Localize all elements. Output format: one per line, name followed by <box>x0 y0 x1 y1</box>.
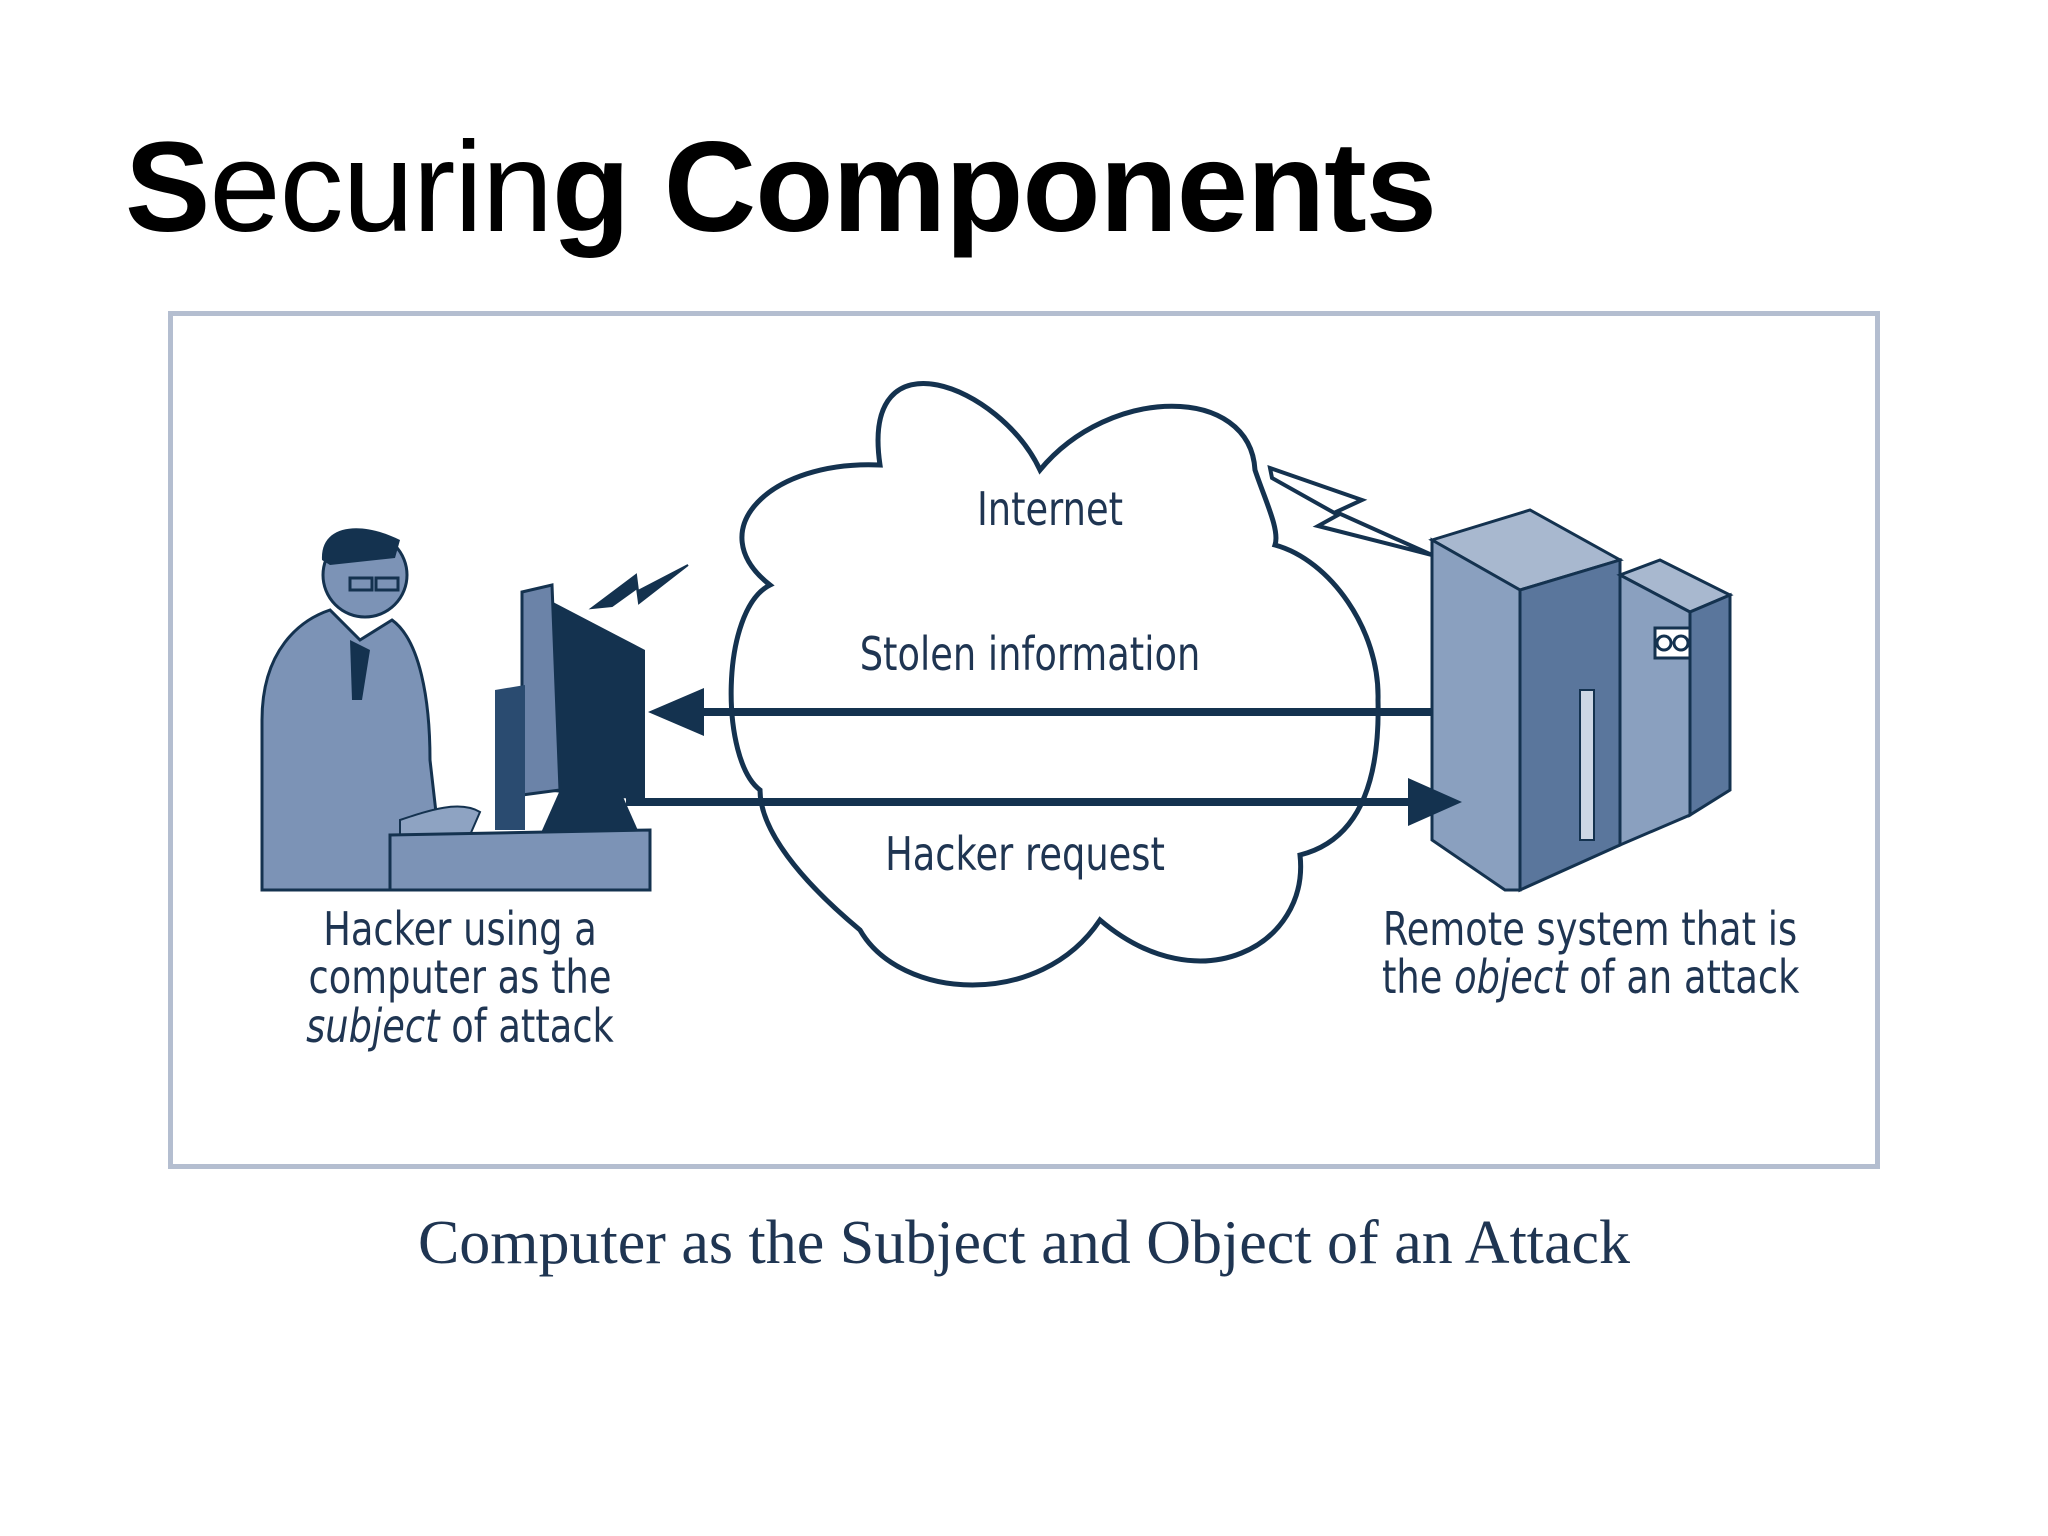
hacker-request-label: Hacker request <box>885 827 1165 881</box>
title-middle: ecurin <box>209 116 553 259</box>
cloud-label: Internet <box>976 482 1124 536</box>
object-emphasis: object <box>1454 950 1568 1005</box>
hacker-caption-line-1: Hacker using a <box>323 902 597 956</box>
hacker-caption-line-3-rest: of attack <box>439 998 614 1053</box>
figure-caption: Computer as the Subject and Object of an… <box>417 1209 1631 1277</box>
monitor-icon <box>388 583 652 892</box>
remote-caption-line-1: Remote system that is <box>1382 902 1798 956</box>
hacker-figure-icon <box>260 528 482 892</box>
stolen-info-label: Stolen information <box>859 627 1201 681</box>
remote-caption-line-2-post: of an attack <box>1567 950 1800 1005</box>
hacker-request-arrowhead <box>1408 778 1462 826</box>
hacker-caption-line-3: subject of attack <box>268 998 652 1053</box>
hacker-caption: Hacker using a computer as the subject o… <box>268 905 652 1050</box>
subject-emphasis: subject <box>306 998 440 1053</box>
remote-caption: Remote system that is the object of an a… <box>1382 902 1800 1005</box>
title-initial: S <box>125 116 210 259</box>
server-icon <box>1428 508 1734 893</box>
remote-caption-line-2-pre: the <box>1382 950 1455 1005</box>
lightning-icon-2 <box>1267 464 1433 557</box>
slide-title: Securing Components <box>125 116 1437 259</box>
stolen-info-arrowhead <box>648 688 704 736</box>
lightning-icon <box>588 564 689 610</box>
title-end: g Components <box>552 116 1437 259</box>
remote-caption-line-2: the object of an attack <box>1382 950 1800 1005</box>
hacker-caption-line-2: computer as the <box>308 950 612 1005</box>
